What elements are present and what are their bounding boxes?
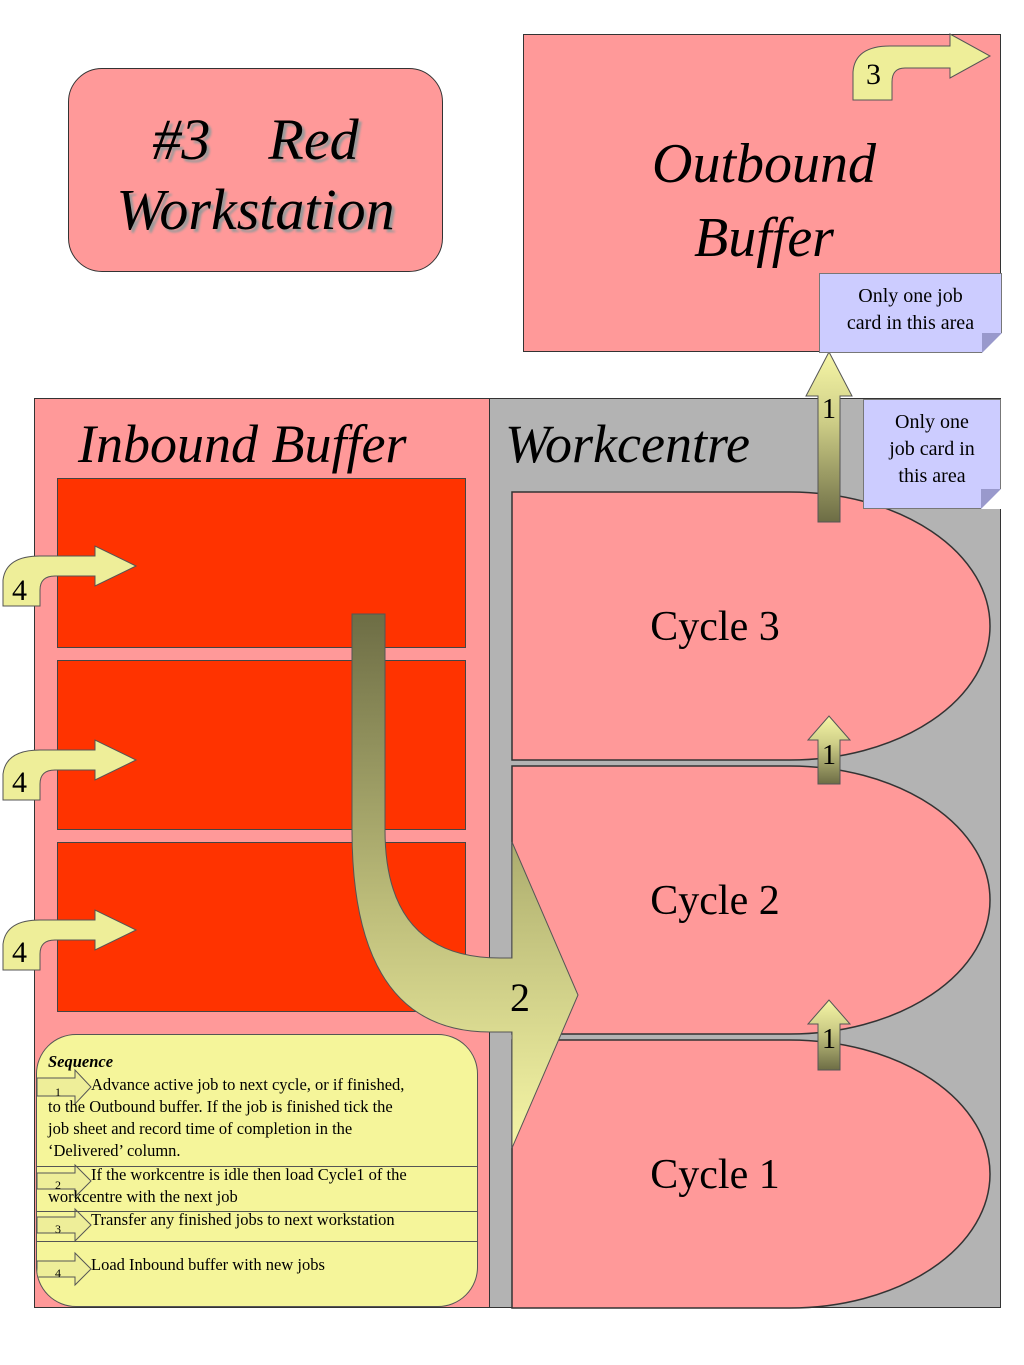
step-marker-4-middle: 4	[12, 766, 27, 799]
outbound-exit-arrow	[852, 33, 992, 101]
cycle2-to-3-arrow	[806, 715, 852, 785]
workcentre-note-line-1: Only one	[895, 411, 969, 433]
outbound-buffer-title: Outbound Buffer	[584, 127, 944, 275]
outbound-title-line-2: Buffer	[694, 207, 834, 269]
step-2-text-line-1: If the workcentre is idle then load Cycl…	[91, 1165, 407, 1184]
cycle-1-shape	[511, 1039, 991, 1309]
workstation-title: #3 Red Workstation	[69, 105, 442, 245]
step-marker-1-cycle2: 1	[822, 740, 836, 771]
step-3-text: Transfer any finished jobs to next works…	[91, 1210, 395, 1229]
step-marker-4-top: 4	[12, 574, 27, 607]
step-2-text-line-2: workcentre with the next job	[48, 1187, 238, 1206]
step-marker-4-bottom: 4	[12, 936, 27, 969]
workcentre-note-line-3: this area	[898, 465, 966, 487]
workcentre-note: Only one job card in this area	[863, 399, 1001, 509]
sequence-box: Sequence 1 2 3 4 Advance active job to n…	[36, 1034, 478, 1307]
cycle-2-shape	[511, 765, 991, 1035]
outbound-note-line-1: Only one job	[858, 285, 963, 307]
step-1-text-line-2: to the Outbound buffer. If the job is fi…	[48, 1097, 393, 1116]
outbound-title-line-1: Outbound	[652, 133, 876, 195]
step-4-number: 4	[55, 1266, 61, 1280]
sequence-divider	[37, 1211, 477, 1212]
inbound-load-arrow-1	[2, 545, 138, 607]
load-cycle-arrow	[351, 613, 579, 1149]
sequence-divider	[37, 1166, 477, 1167]
outbound-note: Only one job card in this area	[819, 273, 1002, 353]
step-2-number: 2	[55, 1178, 61, 1192]
step-1-number: 1	[55, 1085, 61, 1099]
step-3-number: 3	[55, 1222, 61, 1236]
step-4-arrow	[37, 1251, 92, 1287]
cycle-1-label: Cycle 1	[650, 1152, 780, 1198]
title-line-1: #3 Red	[152, 107, 359, 172]
workstation-title-box: #3 Red Workstation	[68, 68, 443, 272]
inbound-buffer-title: Inbound Buffer	[78, 414, 407, 474]
inbound-load-arrow-3	[2, 909, 138, 971]
inbound-slot-middle	[57, 660, 466, 830]
step-marker-3: 3	[866, 58, 881, 91]
step-4-text: Load Inbound buffer with new jobs	[91, 1255, 325, 1274]
note-fold	[982, 333, 1002, 353]
step-marker-1-cycle1: 1	[822, 1024, 836, 1055]
workcentre-note-line-2: job card in	[889, 438, 975, 460]
step-1-text-line-4: ‘Delivered’ column.	[48, 1141, 181, 1160]
inbound-load-arrow-2	[2, 739, 138, 801]
cycle-3-label: Cycle 3	[650, 604, 780, 650]
sequence-step-arrows	[37, 1068, 92, 1287]
to-outbound-arrow	[805, 350, 853, 523]
outbound-note-line-2: card in this area	[846, 312, 975, 334]
step-1-text-line-1: Advance active job to next cycle, or if …	[91, 1075, 405, 1094]
step-marker-2: 2	[510, 975, 530, 1020]
cycle1-to-2-arrow	[806, 999, 852, 1071]
step-1-text-line-3: job sheet and record time of completion …	[48, 1119, 353, 1138]
step-1-arrow	[37, 1068, 92, 1106]
note-fold	[981, 489, 1001, 509]
step-3-arrow	[37, 1207, 92, 1243]
sequence-heading: Sequence	[48, 1052, 114, 1071]
cycle-2-label: Cycle 2	[650, 878, 780, 924]
sequence-divider	[37, 1241, 477, 1242]
step-marker-1-outbound: 1	[822, 394, 836, 425]
workcentre-title: Workcentre	[505, 414, 750, 474]
title-line-2: Workstation	[116, 177, 395, 242]
step-2-arrow	[37, 1163, 92, 1199]
